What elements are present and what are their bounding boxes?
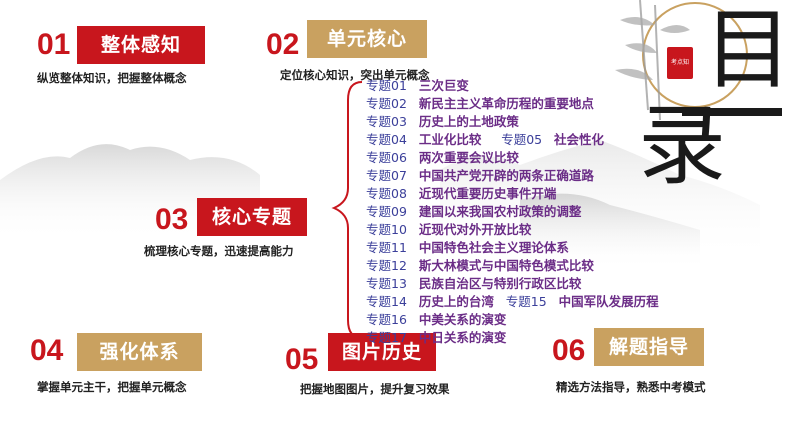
section-number-02: 02 bbox=[266, 28, 300, 61]
title-decoration: 考点知 目 录 bbox=[600, 0, 794, 215]
topic-item[interactable]: 专题11 中国特色社会主义理论体系 bbox=[366, 240, 569, 255]
topic-item[interactable]: 专题17 中日关系的演变 bbox=[366, 330, 507, 345]
topic-item[interactable]: 专题01 三次巨变 bbox=[366, 78, 469, 93]
section-number-06: 06 bbox=[552, 334, 586, 367]
topic-item[interactable]: 专题06 两次重要会议比较 bbox=[366, 150, 519, 165]
section-number-05: 05 bbox=[285, 343, 319, 376]
bamboo-circle-ornament bbox=[615, 0, 782, 121]
seal-stamp: 考点知 bbox=[667, 47, 693, 79]
topic-item[interactable]: 专题08 近现代重要历史事件开端 bbox=[366, 186, 557, 201]
section-number-03: 03 bbox=[155, 203, 189, 236]
section-number-04: 04 bbox=[30, 334, 64, 367]
section-desc-04: 掌握单元主干，把握单元概念 bbox=[37, 380, 187, 394]
topic-item[interactable]: 专题07 中国共产党开辟的两条正确道路 bbox=[366, 168, 594, 183]
section-number-01: 01 bbox=[37, 28, 71, 61]
section-desc-02: 定位核心知识，突出单元概念 bbox=[280, 68, 430, 82]
section-tag-04[interactable]: 强化体系 bbox=[77, 333, 202, 371]
topic-list: 专题01 三次巨变 专题02 新民主主义革命历程的重要地点 专题03 历史上的土… bbox=[366, 77, 659, 347]
title-char-mu: 目 bbox=[704, 0, 793, 101]
topic-item[interactable]: 专题16 中美关系的演变 bbox=[366, 312, 507, 327]
section-tag-02[interactable]: 单元核心 bbox=[307, 20, 427, 58]
topic-item[interactable]: 专题04 工业化比较 专题05 社会性化 bbox=[366, 132, 605, 147]
topic-item[interactable]: 专题10 近现代对外开放比较 bbox=[366, 222, 532, 237]
section-tag-05[interactable]: 图片历史 bbox=[328, 333, 436, 371]
section-desc-03: 梳理核心专题，迅速提高能力 bbox=[144, 244, 294, 258]
topic-item[interactable]: 专题03 历史上的土地政策 bbox=[366, 114, 519, 129]
topics-brace bbox=[331, 81, 363, 339]
title-char-lu: 录 bbox=[638, 94, 727, 197]
section-desc-06: 精选方法指导，熟悉中考模式 bbox=[556, 380, 706, 394]
section-tag-06[interactable]: 解题指导 bbox=[594, 328, 704, 366]
section-tag-03[interactable]: 核心专题 bbox=[197, 198, 307, 236]
topic-item[interactable]: 专题12 斯大林模式与中国特色模式比较 bbox=[366, 258, 594, 273]
topic-item[interactable]: 专题02 新民主主义革命历程的重要地点 bbox=[366, 96, 594, 111]
section-desc-05: 把握地图图片，提升复习效果 bbox=[300, 382, 450, 396]
section-tag-01[interactable]: 整体感知 bbox=[77, 26, 205, 64]
topic-item[interactable]: 专题14 历史上的台湾 专题15 中国军队发展历程 bbox=[366, 294, 659, 309]
topic-item[interactable]: 专题13 民族自治区与特别行政区比较 bbox=[366, 276, 582, 291]
section-desc-01: 纵览整体知识，把握整体概念 bbox=[37, 71, 187, 85]
topic-item[interactable]: 专题09 建国以来我国农村政策的调整 bbox=[366, 204, 582, 219]
